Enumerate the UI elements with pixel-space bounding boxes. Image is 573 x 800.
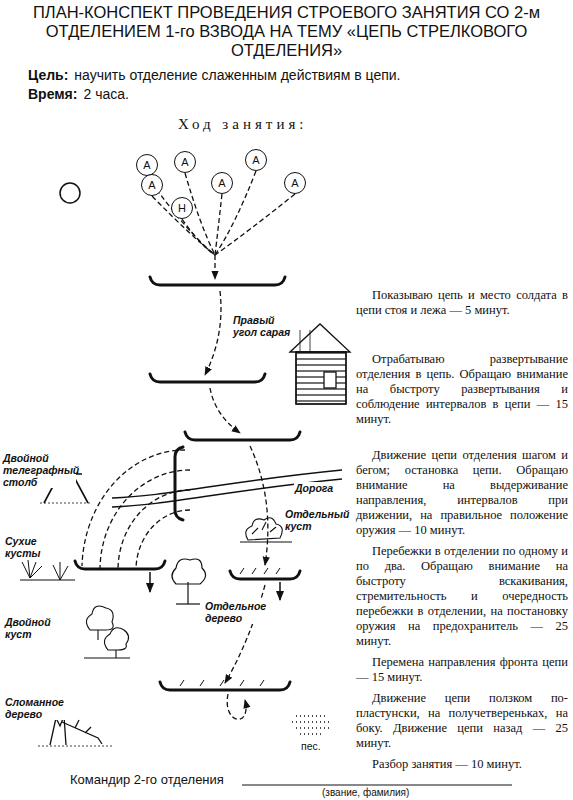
soldier-letter: Н [178,203,186,214]
soldier-letter: А [148,180,155,191]
step-note: Отрабатываю развертывание отделения в це… [356,352,568,427]
rifle-chain [75,277,300,690]
step-note: Движение цепи отделения шагом и бегом; о… [356,448,568,538]
observer-circle [60,183,80,203]
barn [290,324,350,404]
soldier-circle: А [141,174,163,196]
soldier-letter: А [181,157,188,168]
broken-tree [38,716,112,746]
signature-line [242,785,512,786]
lone-tree [172,559,206,604]
sand [292,716,330,734]
soldier-circle: А [211,172,233,194]
landmark-label: Дорога [294,482,334,494]
section-heading: Ход занятия: [178,116,308,133]
soldier-letter: А [218,178,225,189]
landmark-label: Двойной телеграфный столб [2,452,76,488]
soldier-letter: А [291,178,298,189]
soldier-circle: А [284,172,306,194]
time-text: 2 часа. [83,86,128,102]
landmark-label: Отдельное дерево [204,600,266,624]
landmark-label: Сухие кусты [4,535,56,559]
soldier-circle: А [136,154,158,176]
movement-arrows [82,291,268,719]
goal-text: научить отделение слаженным действиям в … [74,67,400,83]
soldier-circle: Н [171,197,193,219]
landmark-label: Двойной куст [4,616,52,640]
double-bush [84,606,130,658]
landmark-label: Сломанное дерево [4,696,68,720]
chain-ticks [180,568,280,686]
step-note: Перебежки в отделении по одному и по два… [356,544,568,649]
landmark-label: Отдельный куст [284,508,340,532]
deploy-lines [147,171,295,279]
step-note: Движение цепи ползком по-пластунски, на … [356,691,568,751]
step-note: Перемена направления фронта цепи — 15 ми… [356,655,568,685]
landmark-label: Правый угол сарая [232,314,292,338]
landmark-label: пес. [300,740,322,752]
soldier-letter: А [252,155,259,166]
soldier-circle: А [174,151,196,173]
road [112,470,342,507]
step-note: Разбор занятия — 10 минут. [356,757,568,772]
soldier-letter: А [143,160,150,171]
soldier-circle: А [245,149,267,171]
dry-bushes [20,560,75,580]
time-heading: Время: [28,86,77,102]
signature-caption: Командир 2-го отделения [70,772,224,787]
title: ПЛАН-КОНСПЕКТ ПРОВЕДЕНИЯ СТРОЕВОГО ЗАНЯТ… [12,3,561,60]
goal-heading: Цель: [28,67,68,83]
signature-hint: (звание, фамилия) [322,787,409,798]
front-arrows [150,572,280,600]
step-note: Показываю цепь и место солдата в цепи ст… [356,288,568,318]
